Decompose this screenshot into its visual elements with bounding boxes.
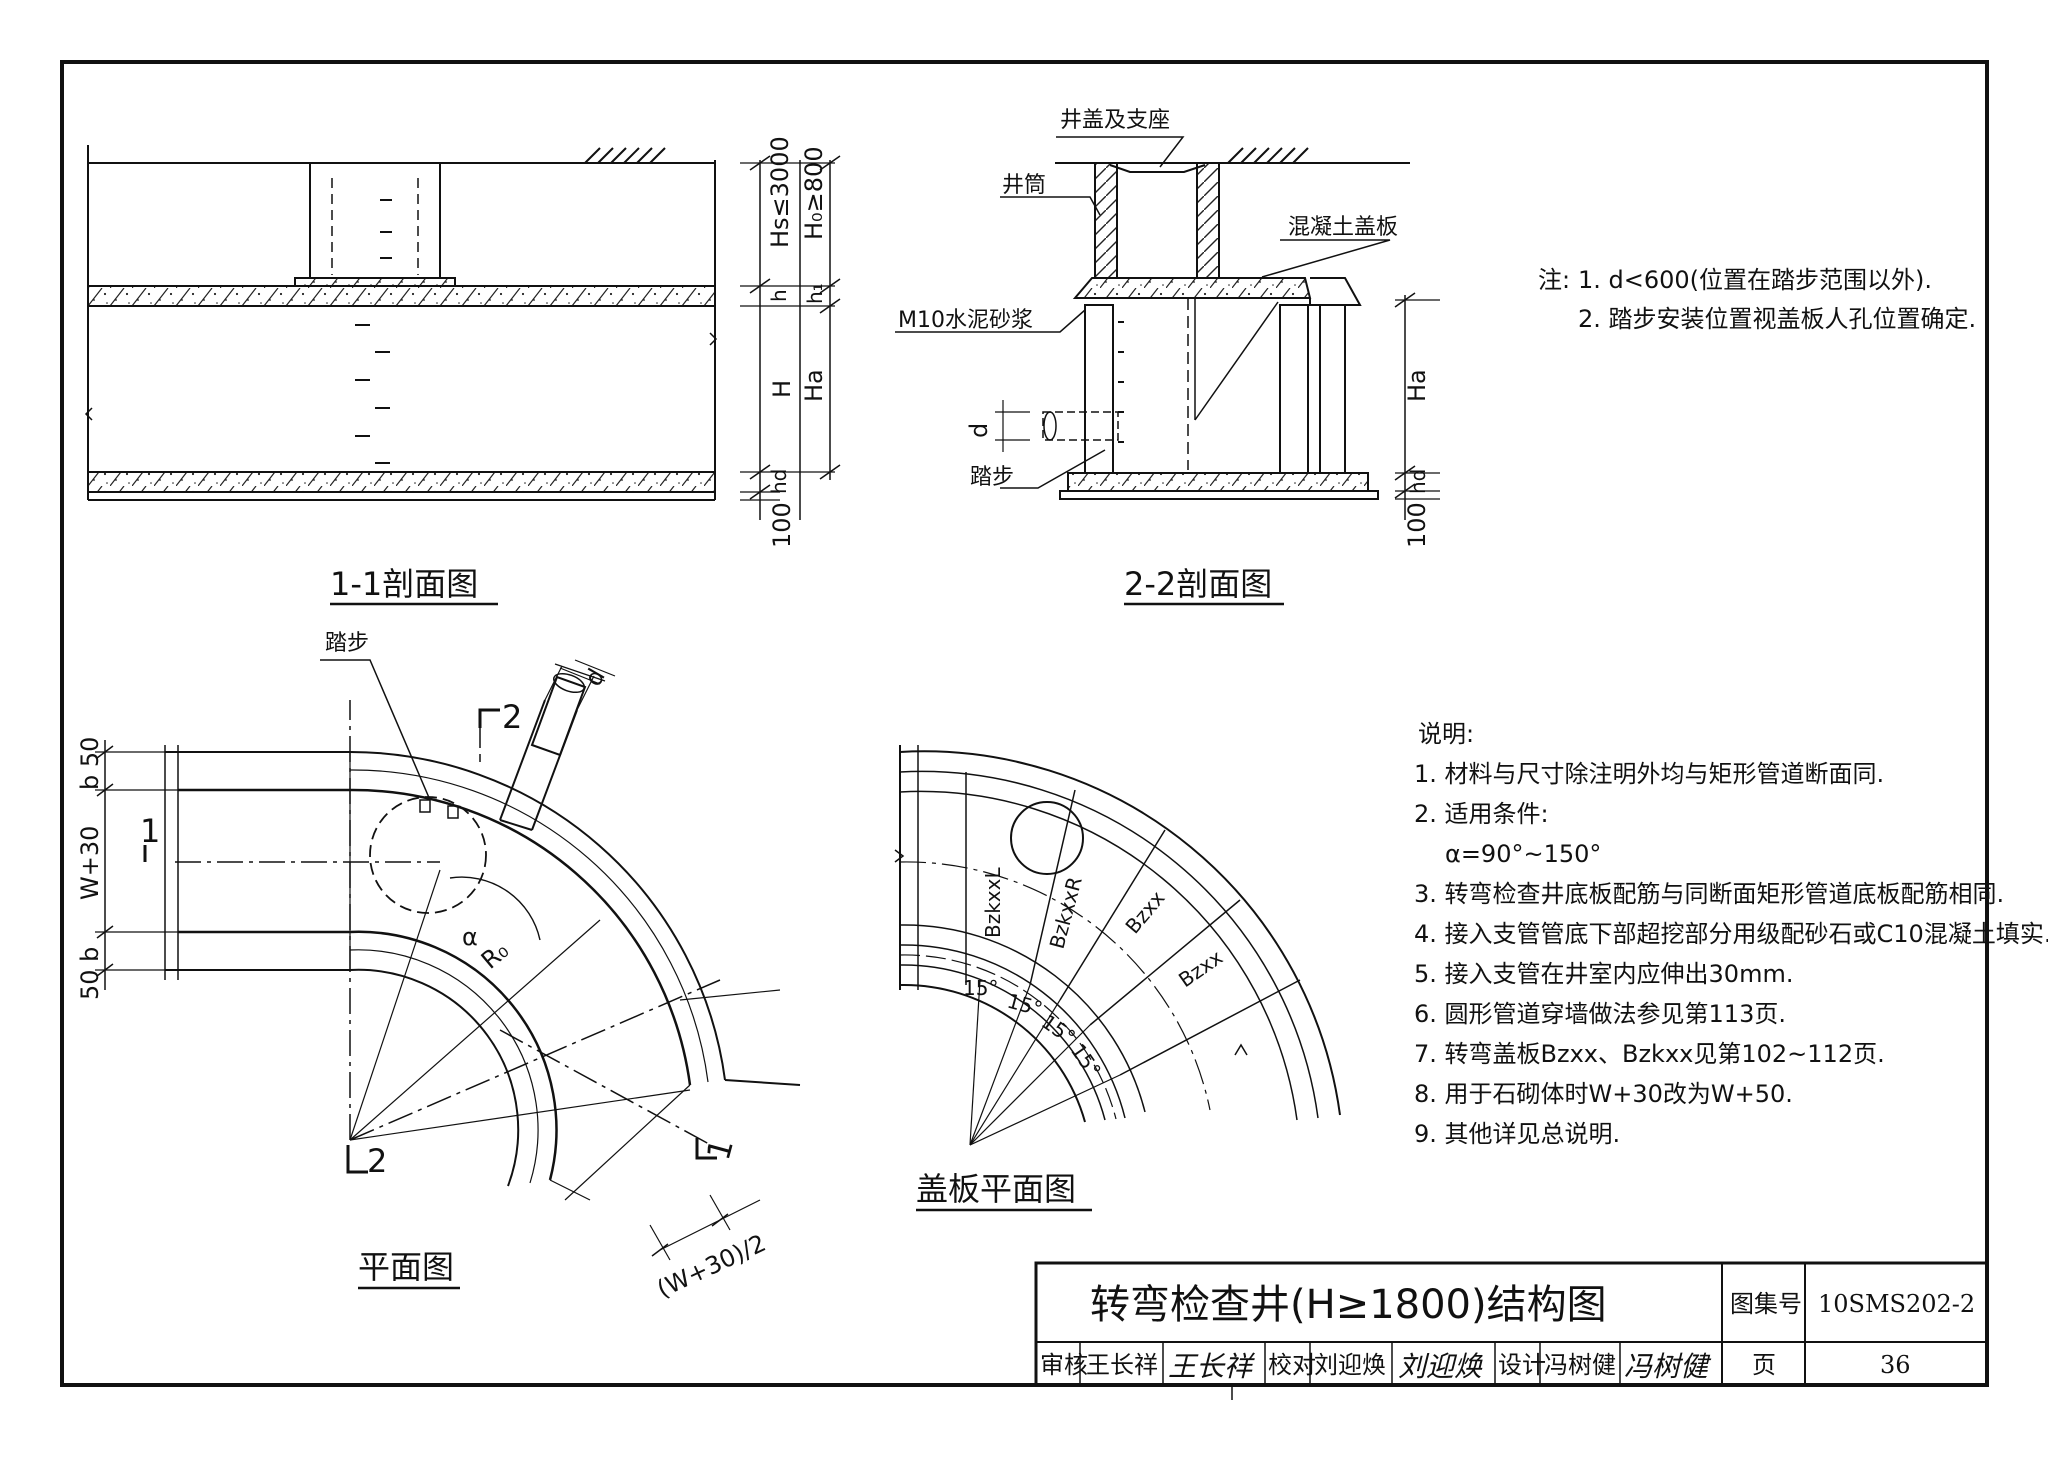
plan-labels: 踏步 d 1 1 2 2 α R₀ b 50 W+30 50 b (W+30)/… (76, 631, 770, 1303)
plan-label-alpha: α (462, 923, 478, 951)
label-step: 踏步 (970, 465, 1014, 490)
cover-plan (894, 745, 1341, 1146)
plan-sec2-top: 2 (502, 698, 522, 736)
dim-base-100-22: 100 (1403, 502, 1431, 548)
section-2-2-title: 2-2剖面图 (1124, 565, 1272, 603)
dim-hd: hd (767, 469, 791, 494)
explanation-item-3: 3. 转弯检查井底板配筋与同断面矩形管道底板配筋相同. (1414, 880, 2004, 908)
dim-h: h (767, 289, 791, 302)
label-cover: 井盖及支座 (1060, 108, 1170, 133)
title-block-text: 转弯检查井(H≥1800)结构图 图集号 10SMS202-2 审核 王长祥 王… (1040, 1282, 1975, 1383)
page-label: 页 (1752, 1351, 1776, 1379)
plan-dim-b50-bottom: 50 b (76, 947, 104, 1000)
label-slab: 混凝土盖板 (1288, 215, 1398, 240)
atlas-number: 10SMS202-2 (1818, 1290, 1975, 1318)
note-1: 1. d<600(位置在踏步范围以外). (1578, 266, 1932, 294)
page-number: 36 (1880, 1351, 1911, 1379)
review-label: 审核 (1040, 1351, 1088, 1379)
plan-label-step: 踏步 (325, 631, 369, 656)
explanation-item-1: 1. 材料与尺寸除注明外均与矩形管道断面同. (1414, 760, 1884, 788)
section-2-2-labels: 井盖及支座 井筒 混凝土盖板 M10水泥砂浆 踏步 d Ha hd 100 (898, 108, 1431, 548)
dim-ha: Ha (800, 369, 828, 402)
label-mortar: M10水泥砂浆 (898, 308, 1033, 333)
dim-h0: H₀≥800 (800, 146, 828, 240)
explanation-item-4: 4. 接入支管管底下部超挖部分用级配砂石或C10混凝土填实. (1414, 920, 2048, 948)
section-1-1-title: 1-1剖面图 (330, 565, 478, 603)
cover-plan-title: 盖板平面图 (916, 1170, 1076, 1208)
checker-name: 刘迎焕 (1314, 1351, 1386, 1379)
explanation-item-6: 6. 圆形管道穿墙做法参见第113页. (1414, 1000, 1786, 1028)
dim-h1: h₁ (803, 283, 827, 304)
plan-view (95, 659, 801, 1261)
section-1-1 (84, 145, 841, 520)
dim-hs: Hs≤3000 (766, 136, 794, 248)
plan-title: 平面图 (358, 1248, 454, 1286)
reviewer-name: 王长祥 (1086, 1351, 1158, 1379)
plan-sec1-right: 1 (699, 1135, 741, 1165)
plate-bzkxxr: BzkxxR (1045, 874, 1087, 951)
dim-base-100: 100 (768, 502, 796, 548)
section-1-1-dim-labels: Hs≤3000 H₀≥800 h h₁ H Ha hd 100 (766, 136, 828, 548)
plate-bzxx-1: Bzxx (1120, 886, 1169, 938)
plan-dim-b50-top: b 50 (76, 737, 104, 790)
dim-d: d (965, 423, 993, 438)
angle-2: 15° (1005, 989, 1045, 1021)
plan-sec1-left: 1 (140, 812, 160, 850)
explanation-item-2a: α=90°~150° (1445, 840, 1601, 868)
drawing-title: 转弯检查井(H≥1800)结构图 (1090, 1282, 1607, 1328)
plan-dim-w30: W+30 (76, 826, 104, 900)
plate-bzkxxl: BzkxxL (981, 867, 1005, 938)
designer-signature: 冯树健 (1624, 1350, 1712, 1383)
notes-lead: 注: (1538, 266, 1570, 294)
angle-3: 15° (1037, 1009, 1080, 1049)
dim-H: H (768, 380, 796, 398)
explanation-item-2: 2. 适用条件: (1414, 800, 1549, 828)
plan-label-r0: R₀ (476, 936, 514, 974)
check-label: 校对 (1268, 1351, 1316, 1379)
label-shaft: 井筒 (1002, 173, 1046, 198)
dim-ha-22: Ha (1403, 369, 1431, 402)
section-2-2 (895, 136, 1440, 520)
atlas-label: 图集号 (1730, 1290, 1802, 1318)
designer-name: 冯树健 (1544, 1351, 1616, 1379)
reviewer-signature: 王长祥 (1168, 1350, 1255, 1383)
title-block (1034, 1261, 1989, 1400)
note-2: 2. 踏步安装位置视盖板人孔位置确定. (1578, 305, 1976, 333)
plan-sec2-bottom: 2 (367, 1142, 387, 1180)
angle-1: 15° (963, 976, 998, 1000)
explanation-item-5: 5. 接入支管在井室内应伸出30mm. (1414, 960, 1793, 988)
design-label: 设计 (1498, 1351, 1546, 1379)
checker-signature: 刘迎焕 (1398, 1350, 1483, 1383)
explanation-item-8: 8. 用于石砌体时W+30改为W+50. (1414, 1080, 1793, 1108)
sheet-border (60, 60, 1989, 1387)
plate-bzxx-2: Bzxx (1174, 945, 1227, 992)
explanation-block: 说明: 1. 材料与尺寸除注明外均与矩形管道断面同. 2. 适用条件: α=90… (1414, 720, 2048, 1148)
explanation-head: 说明: (1418, 720, 1474, 748)
dim-hd-22: hd (1406, 469, 1430, 494)
explanation-item-9: 9. 其他详见总说明. (1414, 1120, 1620, 1148)
explanation-item-7: 7. 转弯盖板Bzxx、Bzkxx见第102~112页. (1414, 1040, 1885, 1068)
plan-dim-halfw: (W+30)/2 (653, 1229, 770, 1304)
